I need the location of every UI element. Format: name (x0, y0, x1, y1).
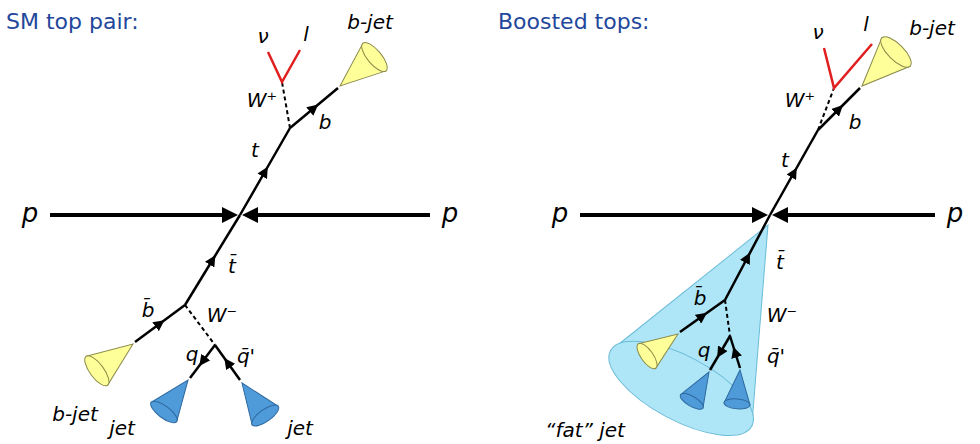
jet-label: jet (109, 418, 135, 438)
particle-label: l (303, 24, 309, 44)
b-jet-cone (633, 322, 686, 372)
particle-label: W⁺ (247, 90, 277, 110)
lepton-lines (824, 44, 872, 88)
particle-label: t (251, 140, 259, 160)
b-jet-cone (80, 330, 143, 390)
particle-label: t (781, 150, 789, 170)
top-line (770, 130, 818, 215)
beam-label: p (947, 200, 964, 226)
particle-label: b (849, 112, 862, 132)
proton-beam (580, 207, 935, 223)
jet-label: b-jet (347, 12, 393, 32)
b-jet-cone (328, 39, 391, 100)
particle-label: b̄ (142, 300, 155, 320)
w-boson-line (725, 300, 730, 336)
particle-label: t̄ (228, 256, 236, 276)
particle-label: q (698, 340, 711, 360)
jet-label: “fat” jet (545, 420, 625, 440)
jet-label: jet (287, 418, 313, 438)
particle-label: ν (812, 22, 823, 42)
antiquark-line (215, 345, 240, 380)
beam-label: p (552, 200, 569, 226)
beam-label: p (442, 200, 459, 226)
particle-label: q̄' (767, 346, 785, 366)
particle-label: b (319, 112, 332, 132)
panel-title: SM top pair: (6, 11, 139, 33)
panel-title: Boosted tops: (498, 11, 650, 33)
antitop-line (725, 215, 770, 300)
particle-label: ν (257, 26, 268, 46)
jet-label: b-jet (52, 404, 98, 424)
particle-label: t̄ (776, 252, 784, 272)
quark-jet-cone (678, 365, 720, 412)
fat-jet-cone (595, 187, 838, 444)
beam-label: p (22, 200, 39, 226)
quark-line (710, 336, 730, 370)
quark-jet-cone (148, 370, 201, 426)
particle-label: W⁺ (785, 90, 815, 110)
particle-label: b̄ (694, 288, 707, 308)
lepton-lines (268, 50, 300, 82)
w-boson-line (282, 82, 290, 128)
top-line (240, 128, 290, 215)
quark-jet-cone (229, 374, 282, 430)
jet-label: b-jet (909, 18, 955, 38)
particle-label: W⁻ (207, 305, 237, 325)
antiquark-line (730, 336, 740, 368)
quark-jet-cone (724, 369, 753, 410)
particle-label: q (186, 344, 199, 364)
antitop-line (185, 215, 240, 305)
particle-label: W⁻ (767, 305, 797, 325)
particle-label: l (863, 14, 869, 34)
particle-label: q̄' (237, 346, 255, 366)
